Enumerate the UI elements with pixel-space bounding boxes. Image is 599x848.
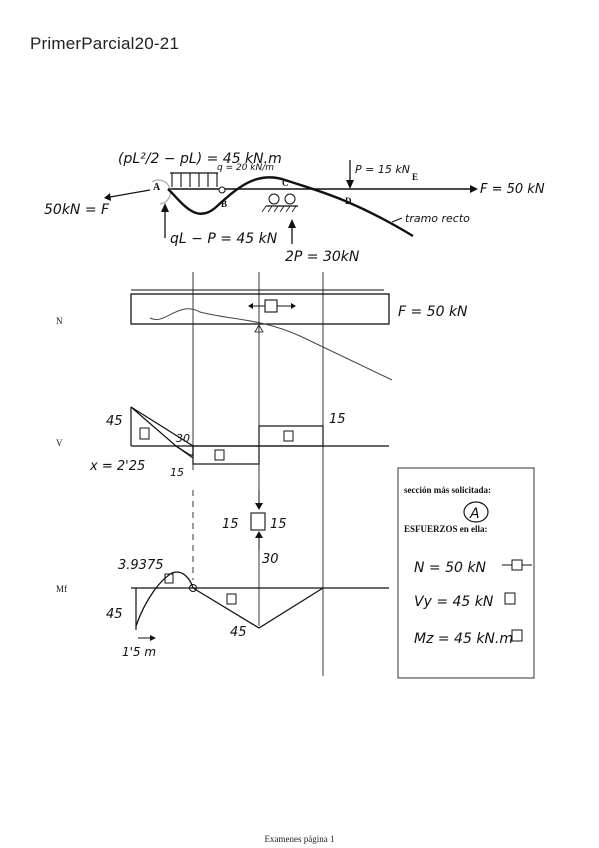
n-free-body [264,299,278,313]
n-deflection-curve [149,308,393,381]
n-diagram-box [130,293,390,325]
page-title: PrimerParcial20-21 [30,34,180,53]
axial-right-label: F = 50 kN [480,182,545,197]
dist-load-label: q = 20 kN/m [217,163,274,173]
summary-n-symbol [502,559,532,571]
summary-mz-symbol [511,629,523,642]
dist-load-arrows [171,173,218,187]
moment-label: (pL²/2 − pL) = 45 kN.m [118,151,282,167]
v-negative-block [192,445,260,465]
point-d-label: D [345,196,352,206]
summary-vy-symbol [504,592,516,605]
v-mid-value: 30 [176,432,190,445]
summary-box: sección más solicitada: A ESFUERZOS en e… [397,467,535,679]
mf-diagram: Mf 3.9375 45 45 1'5 m [56,558,389,659]
free-body-right-value: 15 [270,517,287,532]
summary-frame [397,467,535,679]
v-top-left-value: 45 [106,414,123,429]
deflected-shape [167,176,414,238]
point-a-label: A [153,182,161,193]
mf-bottom-value: 45 [230,625,247,640]
section-circle [463,501,489,523]
point-b-label: B [221,199,227,209]
beam-sketch: (pL²/2 − pL) = 45 kN.m q = 20 kN/m P = 1… [44,151,545,265]
mf-top-value: 3.9375 [118,558,164,573]
summary-efforts-heading: ESFUERZOS en ella: [404,524,488,534]
summary-mz: Mz = 45 kN.m [414,631,513,647]
summary-n: N = 50 kN [414,560,486,576]
moment-circle [151,179,171,205]
v-x-position: x = 2'25 [89,459,145,474]
mf-parabola [135,571,194,627]
support-c-pin [268,193,280,205]
reference-lines [192,272,324,676]
axial-left-label: 50kN = F [44,202,110,218]
free-body-left-value: 15 [222,517,239,532]
v-positive-block [258,425,324,447]
reaction-a-label: qL − P = 45 kN [170,231,278,247]
reaction-c-label: 2P = 30kN [285,249,360,265]
summary-heading: sección más solicitada: [404,485,491,495]
summary-section: A [469,506,480,522]
straight-segment-label: tramo recto [405,212,470,225]
v-diagram-label: V [56,438,63,448]
hinge-b [218,186,226,194]
axial-arrow-right [470,185,478,193]
v-triangle [130,406,194,456]
v-diagram: V 45 30 15 x = 2'25 15 [56,406,389,479]
free-body-bottom-value: 30 [262,552,279,567]
mf-dimension: 1'5 m [122,645,156,659]
shear-free-body: 15 15 30 [222,490,287,567]
n-diagram: N F = 50 kN [56,289,468,381]
v-right-value: 15 [329,412,346,427]
v-bottom-value: 15 [170,466,184,479]
point-load-label: P = 15 kN [355,163,410,176]
axial-arrow-left [109,189,151,198]
mf-diagram-label: Mf [56,584,67,594]
mf-triangle [192,587,324,629]
mf-left-value: 45 [106,607,123,622]
point-e-label: E [412,172,418,182]
straight-segment-pointer [391,217,403,223]
n-diagram-label: N [56,316,63,326]
summary-vy: Vy = 45 kN [414,594,494,610]
page-footer: Examenes página 1 [264,834,335,844]
point-c-label: C [282,178,289,188]
n-value-label: F = 50 kN [398,304,468,320]
